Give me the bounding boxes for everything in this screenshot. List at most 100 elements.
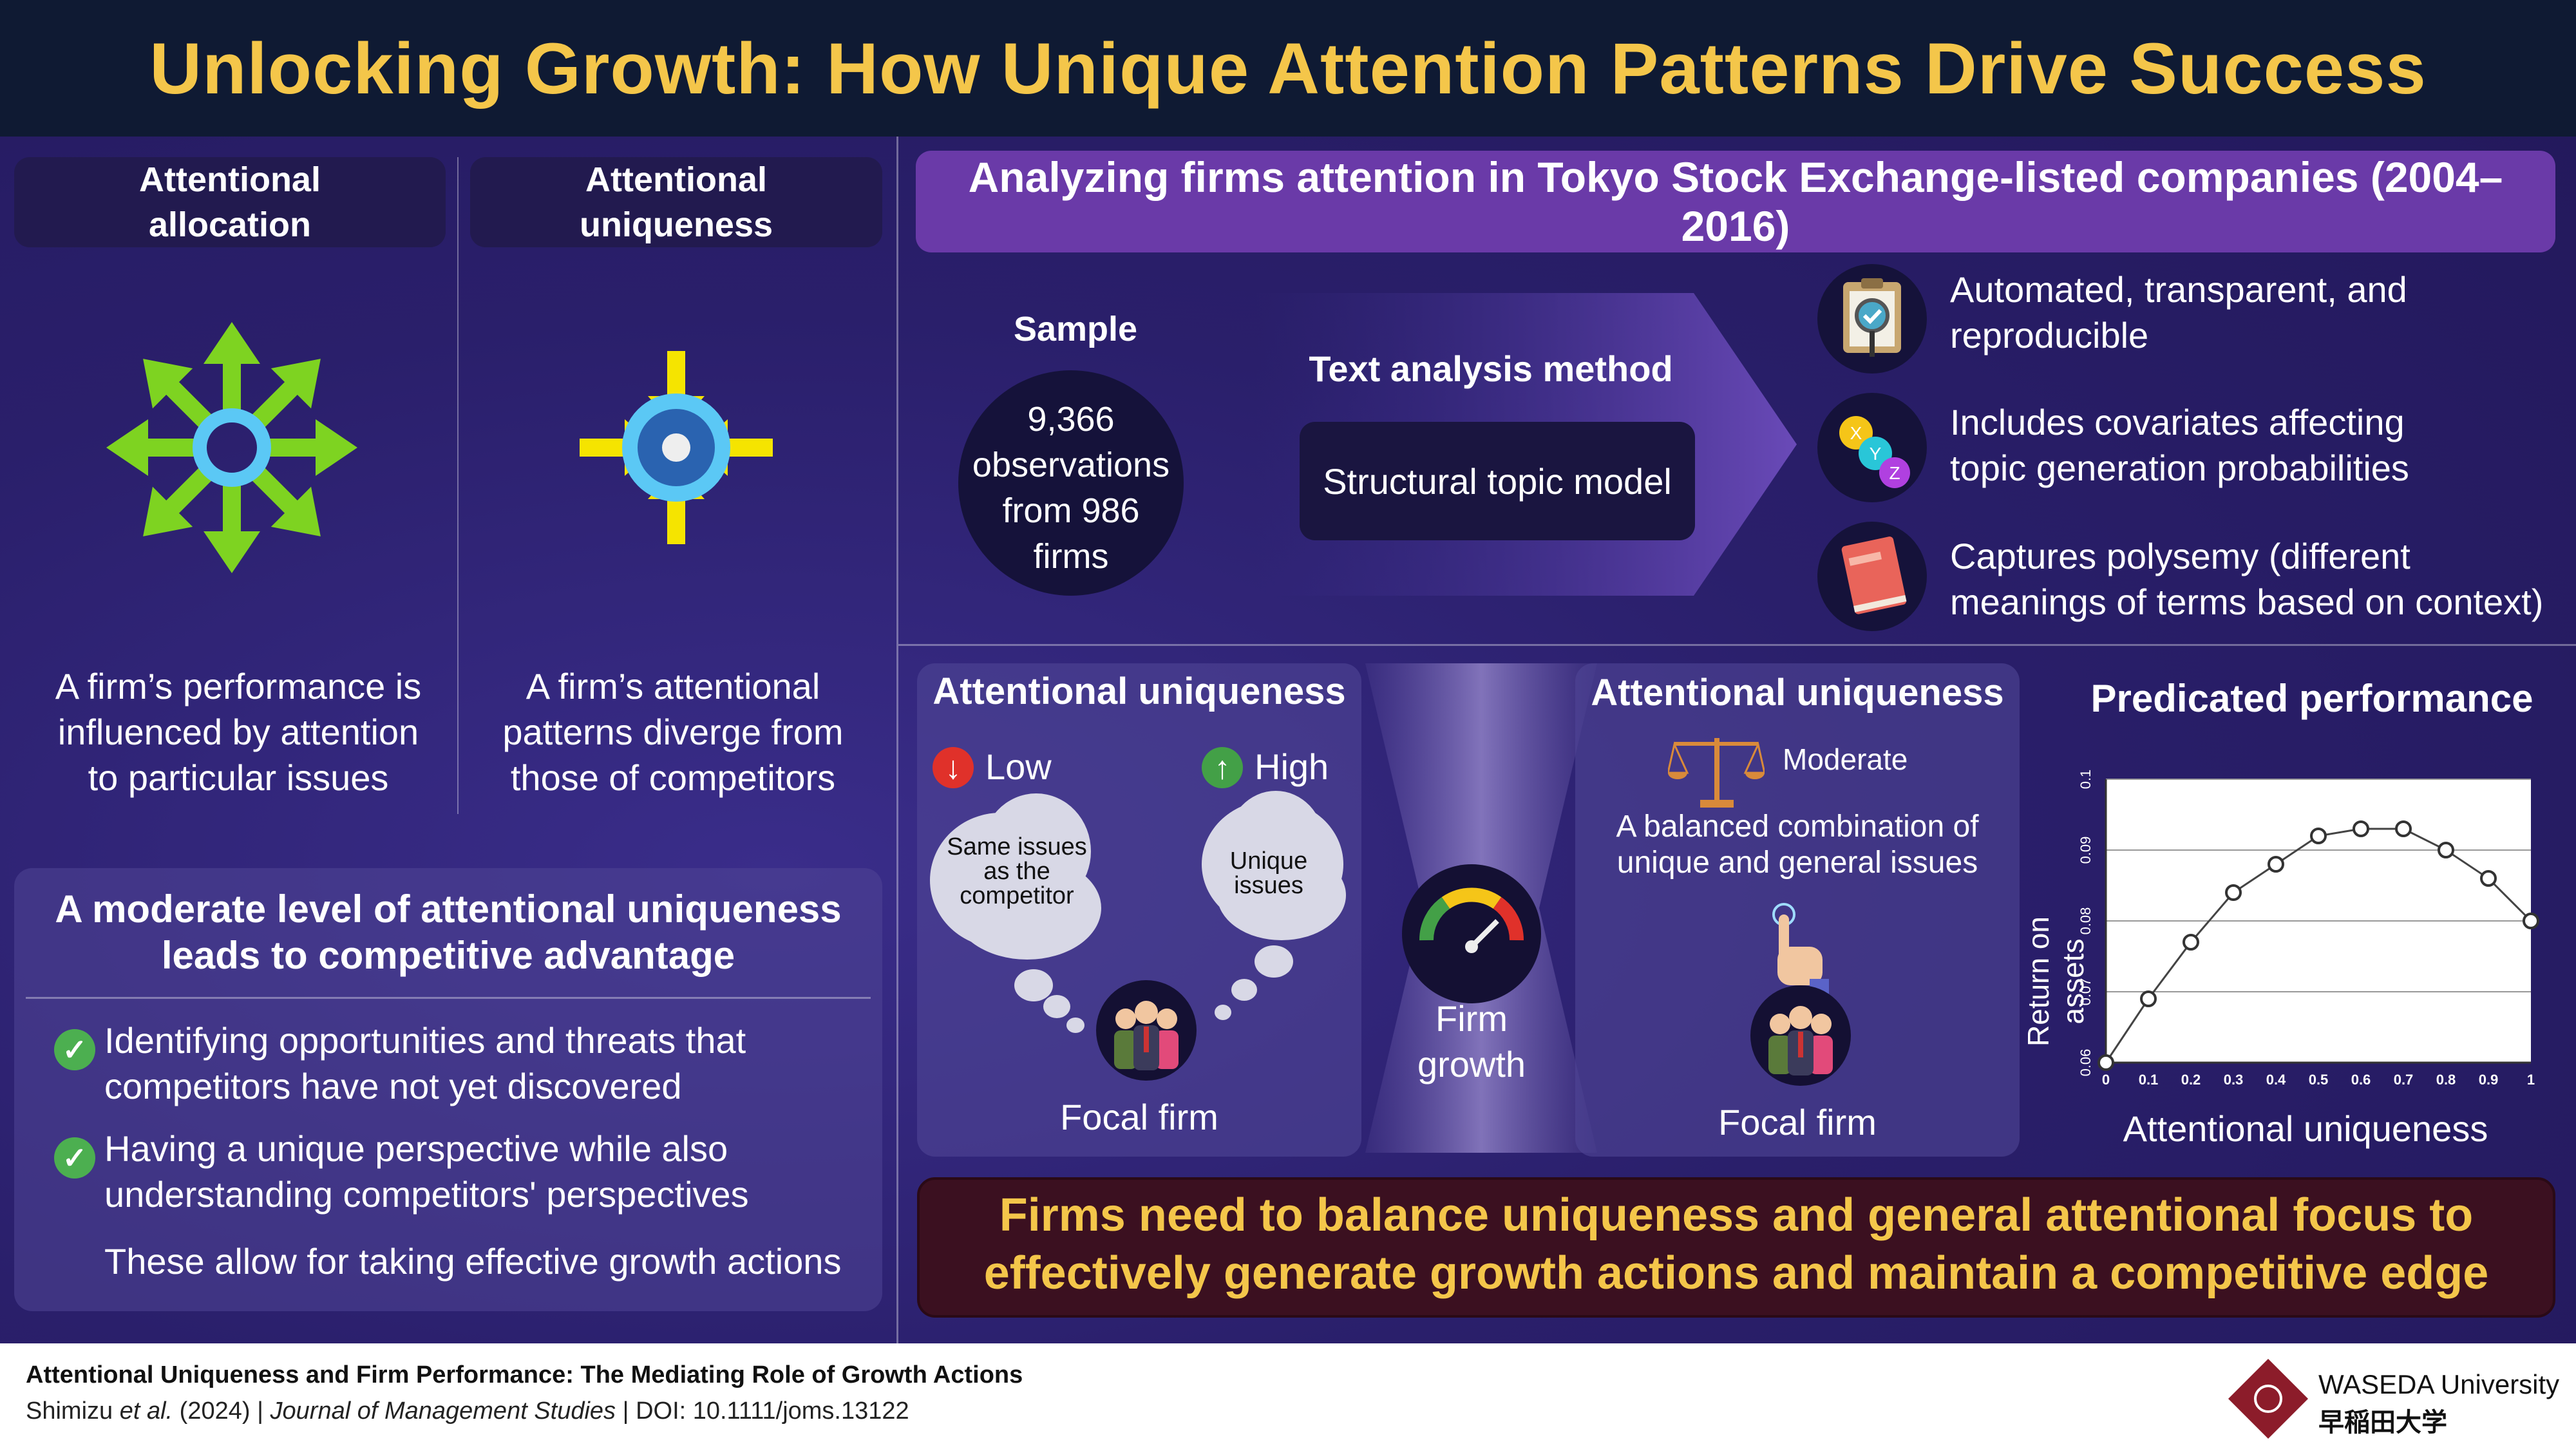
inward-arrows-icon (580, 351, 773, 544)
people-group-icon (1096, 980, 1197, 1081)
cloud-line: as the (983, 858, 1050, 885)
allocation-title-line2: allocation (148, 205, 312, 244)
focal-firm-label: Focal firm (1060, 1097, 1218, 1137)
low-label: Low (985, 746, 1052, 787)
citation: Shimizu et al. (2024) | Journal of Manag… (26, 1397, 909, 1425)
feature-line: topic generation probabilities (1950, 448, 2409, 488)
chart-data-point (2438, 842, 2454, 858)
growth-line: growth (1417, 1044, 1526, 1084)
advantage-point: Having a unique perspective while also u… (104, 1126, 749, 1217)
x-tick-label: 0.4 (2266, 1072, 2286, 1088)
gauge-icon (1402, 864, 1541, 1003)
chart-data-point (2268, 856, 2284, 873)
growth-line: Firm (1435, 998, 1508, 1039)
y-tick-label: 0.09 (2078, 837, 2094, 864)
left-compare-title: Attentional uniqueness (933, 670, 1346, 712)
allocation-desc-line: A firm’s performance is (55, 666, 422, 706)
y-tick-label: 0.1 (2078, 770, 2094, 790)
feature-line: meanings of terms based on context) (1950, 582, 2544, 622)
advantage-point-line: competitors have not yet discovered (104, 1066, 682, 1106)
people-group-icon (1750, 985, 1851, 1086)
chart-data-point (2140, 990, 2157, 1007)
thought-bubble (1215, 1005, 1231, 1020)
page-title: Unlocking Growth: How Unique Attention P… (149, 28, 2427, 109)
etal: et al. (119, 1397, 173, 1425)
conclusion-line: effectively generate growth actions and … (983, 1247, 2489, 1299)
sample-line: observations (972, 446, 1170, 484)
advantage-point-line: Identifying opportunities and threats th… (104, 1020, 746, 1061)
conclusion-line: Firms need to balance uniqueness and gen… (999, 1189, 2474, 1241)
cloud-line: competitor (960, 882, 1074, 909)
chart-data-point (2395, 820, 2412, 837)
check-icon: ✓ (54, 1029, 95, 1070)
y-label: Y (1870, 444, 1882, 464)
x-axis-label: Attentional uniqueness (2123, 1108, 2488, 1149)
book-icon (1841, 536, 1907, 614)
allocation-title: Attentional allocation (14, 157, 446, 247)
feature-icon-container (1817, 264, 1927, 374)
advantage-conclusion: These allow for taking effective growth … (104, 1241, 842, 1282)
x-tick-label: 0.7 (2394, 1072, 2414, 1088)
waseda-logo-icon (2228, 1359, 2308, 1439)
cloud-line: issues (1234, 872, 1303, 899)
sample-line: from 986 (1002, 491, 1140, 530)
advantage-point-line: Having a unique perspective while also (104, 1128, 728, 1169)
uniqueness-desc-line: patterns diverge from (502, 712, 844, 752)
feature-line: Captures polysemy (different (1950, 536, 2410, 576)
feature-line: reproducible (1950, 315, 2149, 355)
feature-text: Includes covariates affecting topic gene… (1950, 399, 2409, 491)
cloud-line: Unique (1229, 848, 1308, 875)
advantage-rule (26, 997, 871, 999)
advantage-point: Identifying opportunities and threats th… (104, 1018, 746, 1109)
y-tick-label: 0.06 (2078, 1049, 2094, 1077)
allocation-desc-line: influenced by attention (57, 712, 419, 752)
chart-title: Predicated performance (2090, 677, 2533, 720)
journal-name: Journal of Management Studies (270, 1397, 616, 1425)
x-tick-label: 0.8 (2436, 1072, 2456, 1088)
thought-cloud (953, 857, 1101, 960)
balanced-line: A balanced combination of (1616, 810, 1979, 844)
x-tick-label: 0.1 (2139, 1072, 2159, 1088)
y-tick-label: 0.08 (2078, 907, 2094, 935)
balanced-line: unique and general issues (1616, 846, 1978, 880)
same-issues-text: Same issues as the competitor (930, 835, 1104, 908)
thought-cloud (1217, 850, 1346, 940)
separator: | (257, 1397, 263, 1425)
x-label: X (1850, 423, 1862, 443)
conclusion-text: Firms need to balance uniqueness and gen… (917, 1186, 2555, 1302)
xyz-bubbles-icon: X Y Z (1839, 416, 1910, 488)
balance-scale-icon (1668, 738, 1765, 808)
authors: Shimizu (26, 1397, 113, 1425)
z-label: Z (1889, 463, 1900, 483)
thought-bubble (1066, 1018, 1084, 1033)
x-tick-label: 0 (2102, 1072, 2110, 1088)
cloud-line: Same issues (947, 833, 1087, 860)
chart-data-point (2523, 913, 2539, 929)
thought-bubble (1231, 979, 1257, 1001)
outward-arrows-icon (106, 322, 357, 573)
feature-icon-container: X Y Z (1817, 393, 1927, 502)
y-axis-label: Return on assets (2022, 916, 2090, 1047)
allocation-desc-line: to particular issues (88, 757, 389, 798)
feature-line: Includes covariates affecting (1950, 402, 2405, 442)
separator: | (622, 1397, 629, 1425)
paper-title: Attentional Uniqueness and Firm Performa… (26, 1361, 1023, 1388)
method-label: Text analysis method (1309, 348, 1673, 389)
thought-bubble (1043, 995, 1070, 1018)
conclusion-banner (917, 1177, 2555, 1318)
y-tick-label: 0.07 (2078, 978, 2094, 1006)
sample-circle (958, 370, 1184, 596)
allocation-title-line1: Attentional (139, 160, 321, 199)
left-top-divider (457, 157, 459, 814)
uniqueness-desc-line: A firm’s attentional (526, 666, 820, 706)
x-tick-label: 0.6 (2351, 1072, 2371, 1088)
arrow-up-icon: ↑ (1202, 747, 1243, 788)
footer: Attentional Uniqueness and Firm Performa… (0, 1343, 2576, 1449)
chart-data-point (2310, 828, 2327, 844)
university-name-en: WASEDA University (2318, 1369, 2560, 1399)
high-label: High (1255, 746, 1329, 787)
sample-value: 9,366 observations from 986 firms (958, 397, 1184, 580)
doi: DOI: 10.1111/joms.13122 (636, 1397, 909, 1425)
